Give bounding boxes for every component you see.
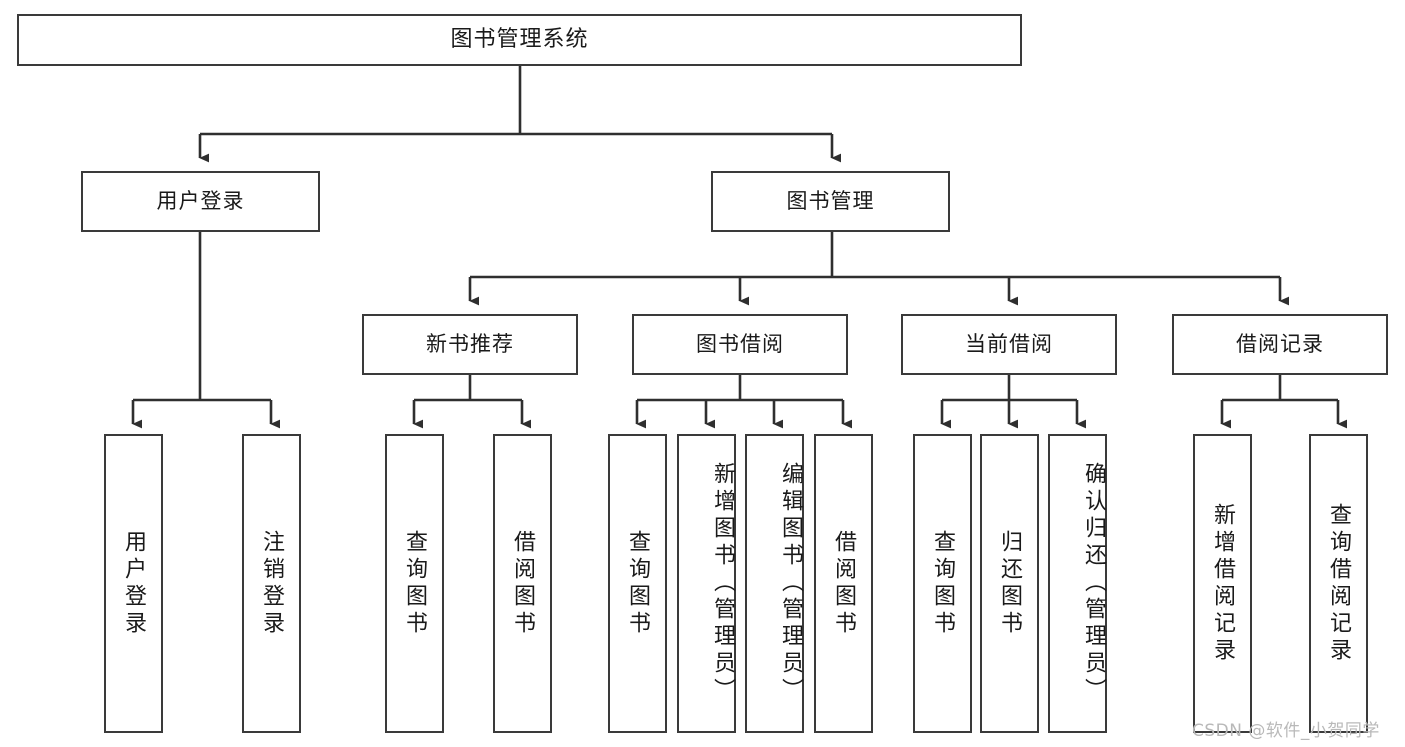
node-borrow-record[interactable]: 借阅记录 (1172, 314, 1388, 375)
node-book-borrow[interactable]: 图书借阅 (632, 314, 848, 375)
leaf-borrow-add-book-admin[interactable]: 新增图书（管理员） (677, 434, 736, 733)
leaf-record-add-record[interactable]: 新增借阅记录 (1193, 434, 1252, 733)
leaf-current-return-book[interactable]: 归还图书 (980, 434, 1039, 733)
leaf-new-book-query-book[interactable]: 查询图书 (385, 434, 444, 733)
node-user-login[interactable]: 用户登录 (81, 171, 320, 232)
leaf-borrow-query-book[interactable]: 查询图书 (608, 434, 667, 733)
leaf-borrow-borrow-book[interactable]: 借阅图书 (814, 434, 873, 733)
leaf-user-login-login[interactable]: 用户登录 (104, 434, 163, 733)
csdn-watermark: CSDN @软件_小贺同学 (1192, 721, 1380, 741)
leaf-record-query-record[interactable]: 查询借阅记录 (1309, 434, 1368, 733)
leaf-current-query-book[interactable]: 查询图书 (913, 434, 972, 733)
node-root-system[interactable]: 图书管理系统 (17, 14, 1022, 66)
node-new-book-recommend[interactable]: 新书推荐 (362, 314, 578, 375)
node-current-borrow[interactable]: 当前借阅 (901, 314, 1117, 375)
node-book-management[interactable]: 图书管理 (711, 171, 950, 232)
leaf-new-book-borrow-book[interactable]: 借阅图书 (493, 434, 552, 733)
leaf-borrow-edit-book-admin[interactable]: 编辑图书（管理员） (745, 434, 804, 733)
leaf-current-confirm-return-admin[interactable]: 确认归还（管理员） (1048, 434, 1107, 733)
leaf-user-login-logout[interactable]: 注销登录 (242, 434, 301, 733)
